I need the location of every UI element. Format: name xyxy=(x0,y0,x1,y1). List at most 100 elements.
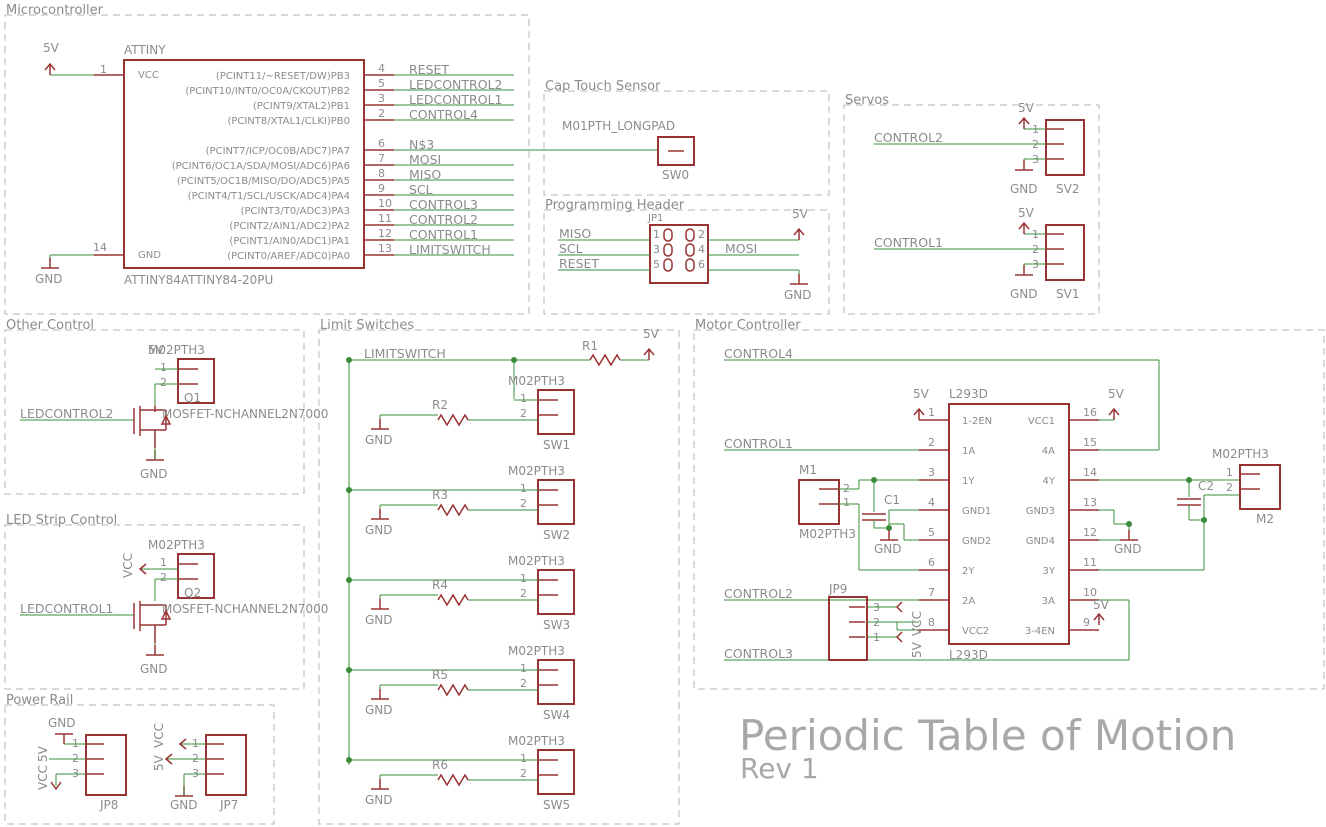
mcu-pin-number: 6 xyxy=(378,137,385,150)
switch-ground-label: GND xyxy=(365,613,393,627)
switch-ground-symbol xyxy=(370,418,390,430)
switch-value: M02PTH3 xyxy=(508,734,565,748)
switch-name: SW1 xyxy=(543,438,570,452)
jp7-name: JP7 xyxy=(219,798,238,812)
switch-pin-1: 1 xyxy=(520,572,527,585)
servo-name: SV1 xyxy=(1056,287,1079,301)
jp1-net-miso: MISO xyxy=(559,226,591,241)
mcu-pin-name: (PCINT9/XTAL2)PB1 xyxy=(253,101,350,112)
gnd-pin-label: GND xyxy=(138,250,161,261)
jp7-label-vcc: VCC xyxy=(152,723,166,748)
l293d-chip xyxy=(948,403,1070,645)
cap-touch-name: SW0 xyxy=(662,168,689,182)
l293d-right-pin-number: 12 xyxy=(1083,526,1097,539)
m1-name: M1 xyxy=(799,463,817,477)
mcu-pin-name: (PCINT4/T1/SCL/USCK/ADC4)PA4 xyxy=(188,191,350,202)
frame-servos xyxy=(843,104,1100,315)
jp1-ground-symbol xyxy=(789,273,809,285)
switch-value: M02PTH3 xyxy=(508,464,565,478)
jp1-net-mosi: MOSI xyxy=(725,241,757,256)
mcu-net-label: MOSI xyxy=(409,152,441,167)
jp1-pin-2: 2 xyxy=(698,228,705,241)
jp1-header xyxy=(649,224,709,284)
mcu-pin-list: (PCINT11/~RESET/DW)PB3 4 RESET (PCINT10/INT… xyxy=(172,62,514,262)
m2-connector xyxy=(1239,464,1281,510)
switch-ground-symbol xyxy=(370,508,390,520)
l293d-right-pin-name: 4A xyxy=(1042,446,1055,457)
switch-connector xyxy=(537,749,575,795)
motor-ground-right-symbol xyxy=(1119,529,1139,541)
servo-connector xyxy=(1045,224,1085,281)
led-strip-section: M02PTH3 1 2 VCC LEDCONTROL1 Q2 MOSFET-NC… xyxy=(20,538,328,676)
l293d-left-pin-name: 2Y xyxy=(962,566,975,577)
switch-ground-label: GND xyxy=(365,793,393,807)
jp1-net-reset: RESET xyxy=(559,256,599,271)
motor-ground-left-symbol xyxy=(879,529,899,541)
switch-pin-2: 2 xyxy=(520,767,527,780)
mcu-pin-number: 4 xyxy=(378,62,385,75)
frame-other-control xyxy=(4,329,305,495)
servo-name: SV2 xyxy=(1056,182,1079,196)
switch-value: M02PTH3 xyxy=(508,644,565,658)
power-rail-section: 1 2 3 JP8 GND VCC 5V 1 2 3 JP7 VCC 5V GN… xyxy=(36,716,247,812)
switch-pin-1: 1 xyxy=(520,662,527,675)
motor-supply-en34-label: 5V xyxy=(1093,598,1110,612)
limitswitch-net: LIMITSWITCH xyxy=(364,346,446,361)
jp9-label-5v: 5V xyxy=(910,641,924,658)
l293d-left-pin-number: 3 xyxy=(928,466,935,479)
mcu-pin-name: (PCINT10/INT0/OC0A/CKOUT)PB2 xyxy=(185,86,350,97)
l293d-left-pin-number: 7 xyxy=(928,586,935,599)
frame-title-microcontroller: Microcontroller xyxy=(6,3,104,18)
jp1-pin-5: 5 xyxy=(653,258,660,271)
q1-pin-1: 1 xyxy=(160,361,167,374)
jp7-connector xyxy=(205,734,247,796)
switch-pin-2: 2 xyxy=(520,677,527,690)
l293d-left-pin-name: GND2 xyxy=(962,536,991,547)
mcu-net-label: N$3 xyxy=(409,137,434,152)
q1-ground-label: GND xyxy=(140,467,168,481)
l293d-left-pin-name: 1Y xyxy=(962,476,975,487)
q2-connector xyxy=(177,553,215,599)
l293d-left-pin-number: 4 xyxy=(928,496,935,509)
frame-title-other-control: Other Control xyxy=(6,318,94,333)
frame-title-programming: Programming Header xyxy=(545,198,685,213)
supply-5v-label: 5V xyxy=(43,41,60,55)
jp8-name: JP8 xyxy=(99,798,118,812)
sheet-title: Periodic Table of Motion xyxy=(739,711,1236,760)
l293d-left-pin-number: 5 xyxy=(928,526,935,539)
frame-limit-switches xyxy=(318,329,680,825)
l293d-left-pin-name: 1A xyxy=(962,446,975,457)
motor-supply-vcc1-label: 5V xyxy=(1108,387,1125,401)
ground-label: GND xyxy=(35,272,63,286)
l293d-left-pin-number: 6 xyxy=(928,556,935,569)
frame-power-rail xyxy=(4,704,275,825)
l293d-right-pin-name: VCC1 xyxy=(1028,416,1055,427)
switch-ground-symbol xyxy=(370,598,390,610)
mcu-net-label: RESET xyxy=(409,62,449,77)
jp1-supply-symbol xyxy=(793,228,805,241)
servo-net-label: CONTROL2 xyxy=(874,130,943,145)
programming-header-section: JP1 1 2 3 4 5 6 MISO SCL RESET MOSI 5V G… xyxy=(558,207,812,302)
switch-pin-1: 1 xyxy=(520,482,527,495)
switch-name: SW3 xyxy=(543,618,570,632)
motor-net-control2: CONTROL2 xyxy=(724,586,793,601)
l293d-right-pin-number: 9 xyxy=(1083,616,1090,629)
l293d-left-pin-number: 1 xyxy=(928,406,935,419)
frame-title-limit-switches: Limit Switches xyxy=(320,318,414,333)
mcu-pin-name: (PCINT11/~RESET/DW)PB3 xyxy=(216,71,350,82)
switch-pin-2: 2 xyxy=(520,587,527,600)
l293d-right-pin-name: 3A xyxy=(1042,596,1055,607)
frame-microcontroller xyxy=(4,14,530,315)
mcu-pin-number: 2 xyxy=(378,107,385,120)
mcu-pin-number: 10 xyxy=(378,197,392,210)
r1-name: R1 xyxy=(582,339,598,353)
q1-name: Q1 xyxy=(184,391,201,405)
m1-connector xyxy=(798,479,840,525)
l293d-left-pin-number: 2 xyxy=(928,436,935,449)
